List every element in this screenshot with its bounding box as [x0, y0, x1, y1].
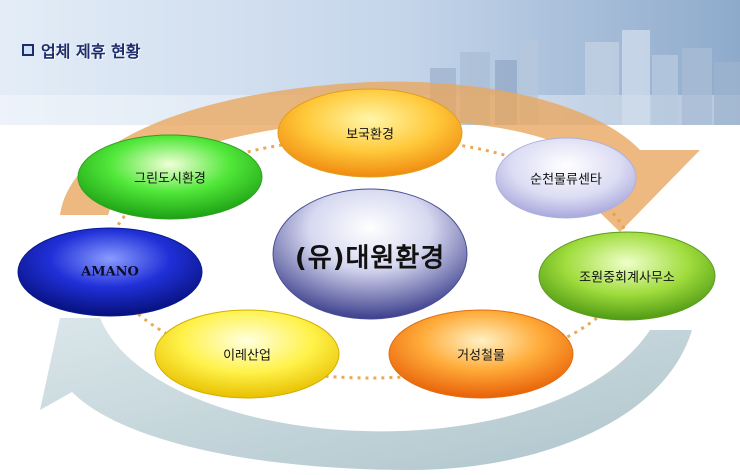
node-jowonjung-accounting — [538, 231, 716, 321]
label-bokuk: 보국환경 — [346, 127, 394, 143]
orange-cycle-arrow — [60, 81, 700, 232]
label-suncheon-logistics: 순천물류센타 — [530, 172, 602, 188]
page-title-text: 업체 제휴 현황 — [41, 42, 141, 61]
node-green-city — [77, 134, 263, 220]
center-label: (유)대원환경 — [294, 243, 446, 274]
grey-cycle-arrow — [40, 318, 692, 470]
label-geoseong-hardware: 거성철물 — [457, 348, 505, 364]
node-geoseong-hardware — [388, 309, 574, 399]
square-bullet-icon — [22, 44, 34, 56]
center-node — [272, 188, 468, 320]
node-amano — [17, 227, 203, 317]
node-ire-industry — [154, 309, 340, 399]
label-green-city: 그린도시환경 — [134, 171, 206, 187]
label-jowonjung-accounting: 조원중회계사무소 — [579, 270, 675, 286]
node-suncheon-logistics — [495, 137, 637, 219]
page-title: 업체 제휴 현황 — [22, 38, 140, 62]
label-amano: AMANO — [81, 264, 139, 280]
label-ire-industry: 이레산업 — [223, 348, 271, 364]
node-bokuk — [277, 88, 463, 178]
